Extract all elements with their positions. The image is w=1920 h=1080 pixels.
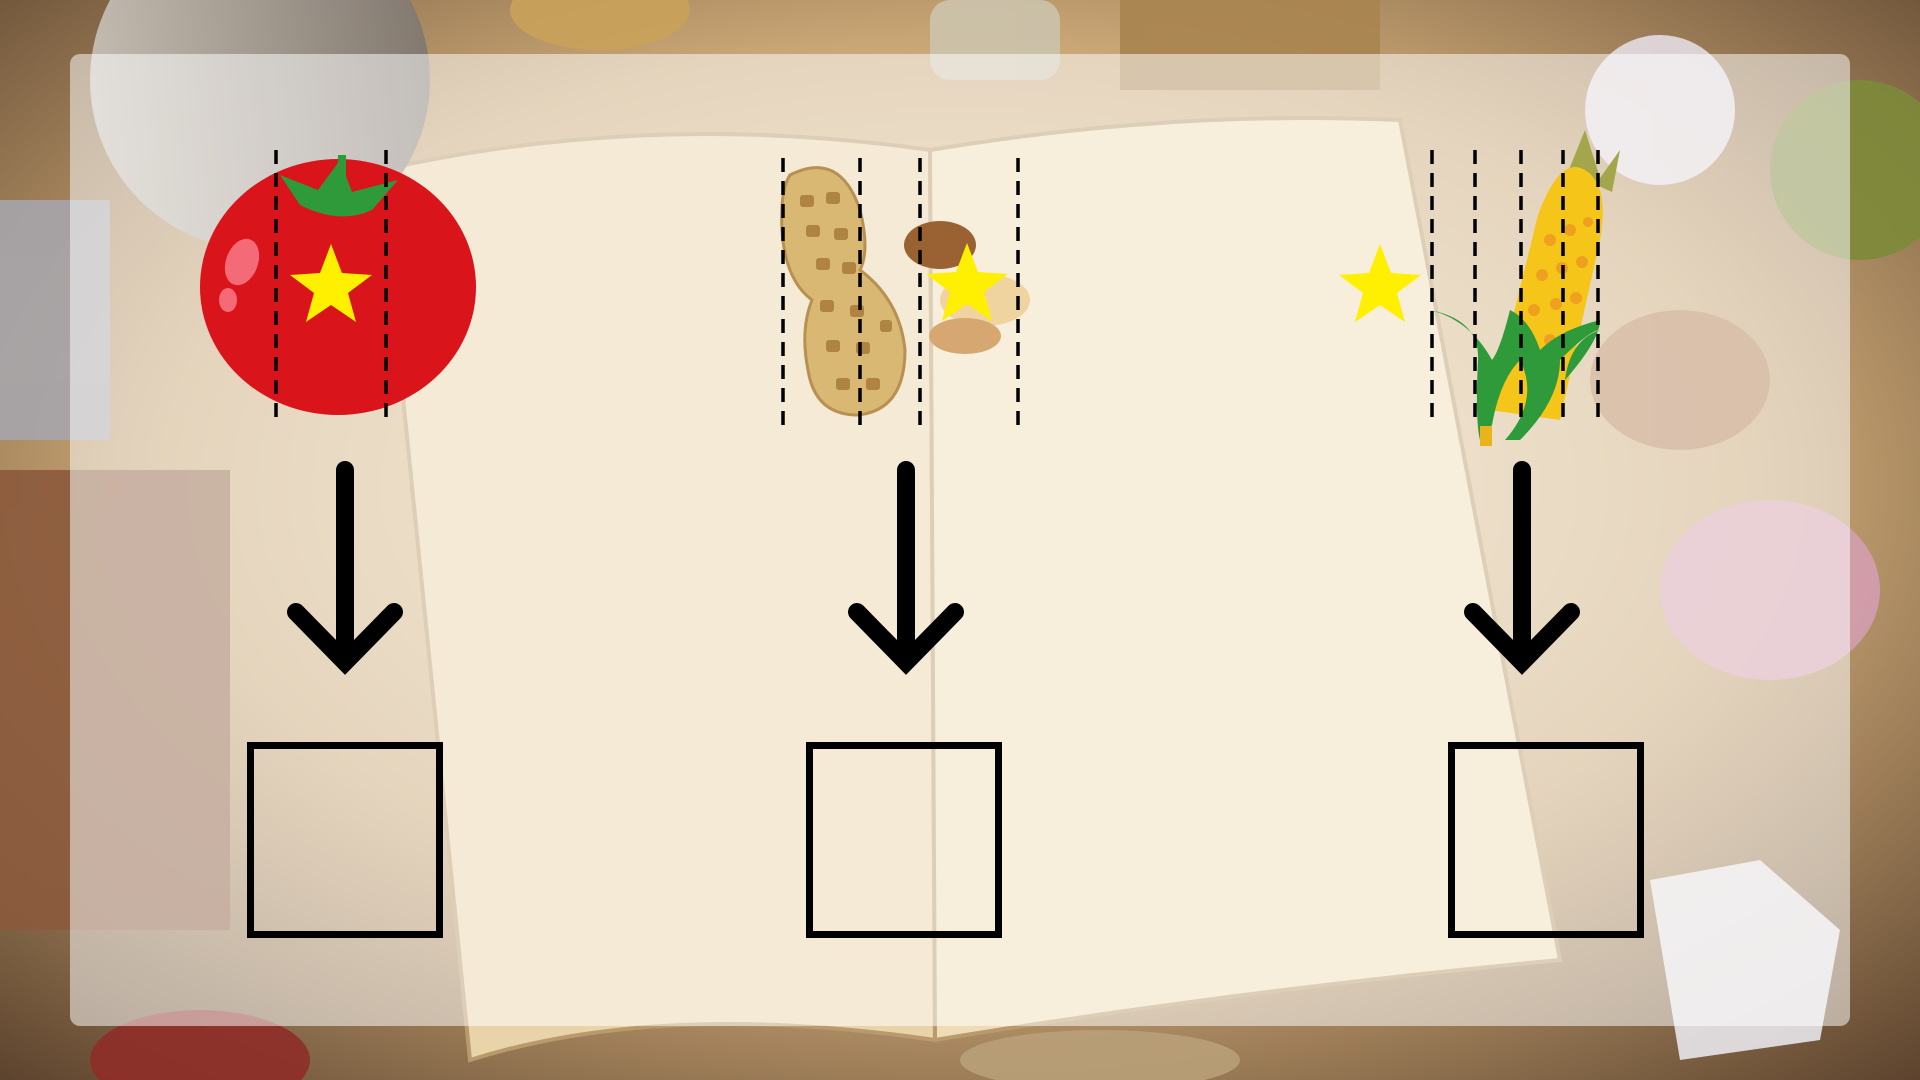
answer-box-corn[interactable] xyxy=(1448,742,1644,938)
star-icon xyxy=(290,244,372,322)
star-icon xyxy=(1339,244,1421,322)
star-icon xyxy=(926,243,1008,321)
answer-box-tomato[interactable] xyxy=(247,742,443,938)
corn-icon xyxy=(1430,130,1620,446)
down-arrow-icon xyxy=(1464,461,1580,675)
peanut-icon xyxy=(780,166,1030,417)
down-arrow-icon xyxy=(848,461,964,675)
answer-box-peanut[interactable] xyxy=(806,742,1002,938)
down-arrow-icon xyxy=(287,461,403,675)
